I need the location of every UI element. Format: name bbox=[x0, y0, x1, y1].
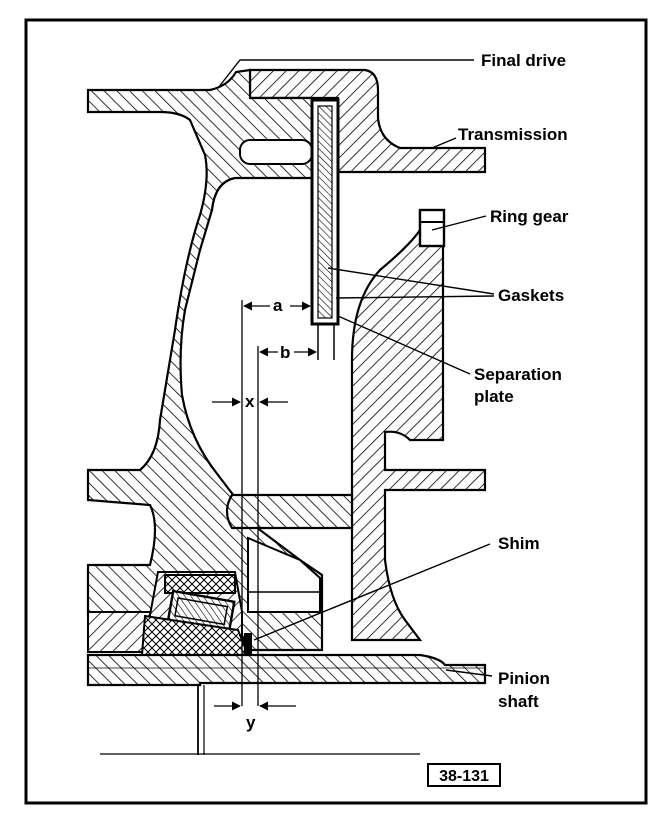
transmission-housing bbox=[248, 68, 487, 174]
label-gaskets: Gaskets bbox=[498, 286, 564, 305]
housing-slot bbox=[239, 139, 313, 165]
bearing-seat bbox=[87, 611, 151, 653]
leader-gaskets-2 bbox=[335, 295, 495, 299]
shim bbox=[244, 633, 252, 655]
bearing-cage bbox=[164, 574, 236, 594]
dim-b-label: b bbox=[280, 343, 290, 362]
label-pinion: Pinion bbox=[498, 669, 550, 688]
leader-final-drive bbox=[217, 59, 474, 89]
label-plate: plate bbox=[474, 387, 514, 406]
pinion-shaft bbox=[86, 653, 487, 687]
leader-ring-gear bbox=[431, 215, 487, 231]
figure-number-box bbox=[427, 763, 501, 787]
label-shaft: shaft bbox=[498, 692, 539, 711]
differential-boss bbox=[225, 493, 354, 530]
dim-y-label: y bbox=[246, 713, 256, 732]
leader-shim bbox=[253, 543, 491, 641]
dim-a-label: a bbox=[273, 296, 283, 315]
figure-number: 38-131 bbox=[439, 768, 489, 785]
label-final-drive: Final drive bbox=[481, 51, 566, 70]
leader-separation-plate bbox=[337, 315, 471, 375]
label-separation: Separation bbox=[474, 365, 562, 384]
separation-plate bbox=[317, 105, 333, 319]
outer-frame bbox=[24, 18, 648, 805]
pinion-gear bbox=[247, 536, 321, 613]
leader-pinion-shaft bbox=[445, 669, 493, 677]
label-shim: Shim bbox=[498, 534, 540, 553]
ring-gear-web bbox=[298, 210, 487, 642]
dim-x-label: x bbox=[245, 392, 255, 411]
leader-gaskets-1 bbox=[327, 267, 495, 295]
label-transmission: Transmission bbox=[458, 125, 568, 144]
label-ring-gear: Ring gear bbox=[490, 207, 569, 226]
leader-transmission bbox=[431, 137, 457, 149]
